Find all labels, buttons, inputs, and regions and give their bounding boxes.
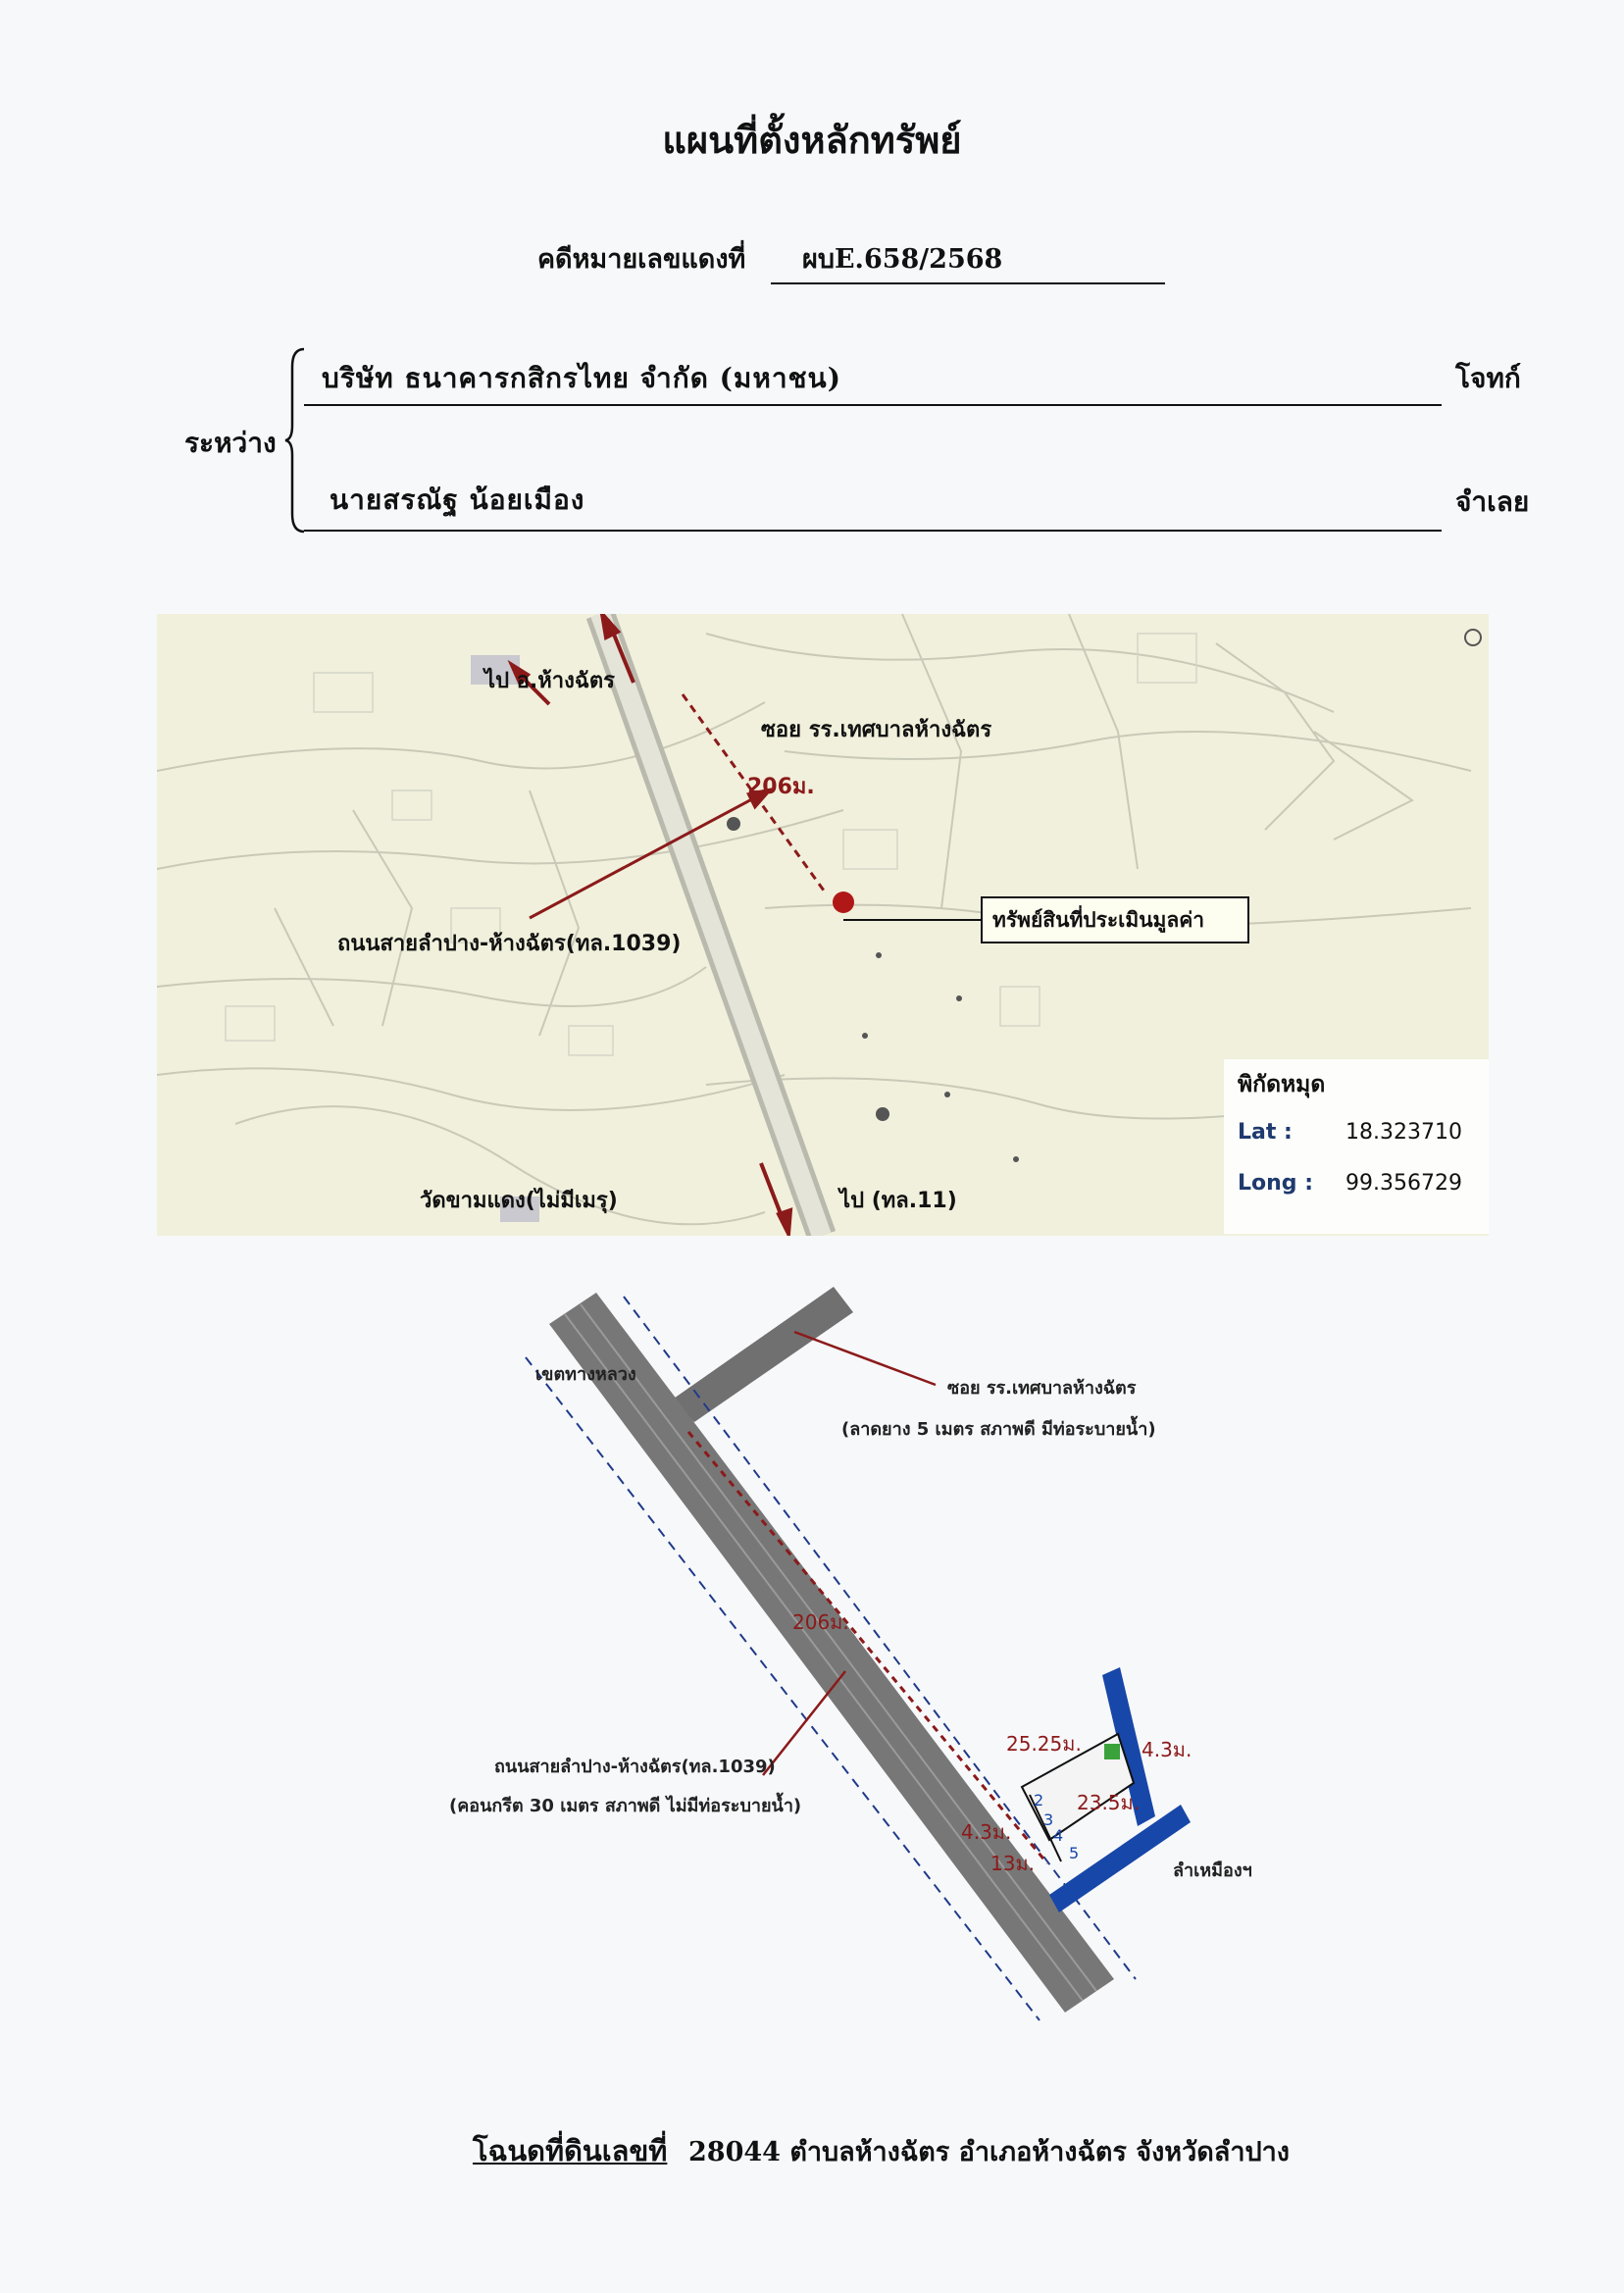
brace-icon (284, 347, 305, 534)
defendant-underline (304, 530, 1442, 532)
case-number: ผบE.658/2568 (802, 244, 1003, 275)
long-value: 99.356729 (1345, 1171, 1462, 1196)
plaintiff-underline (304, 404, 1442, 406)
case-number-underline (771, 282, 1165, 284)
plaintiff-role: โจทก์ (1455, 362, 1521, 394)
lat-value: 18.323710 (1345, 1120, 1462, 1145)
long-label: Long : (1238, 1171, 1313, 1196)
property-label-box (981, 896, 1249, 943)
plot-number-2: 2 (1034, 1791, 1044, 1809)
deed-label: โฉนดที่ดินเลขที่ (473, 2134, 668, 2167)
map-distance-label: 206ม. (747, 775, 815, 799)
defendant-role: จำเลย (1455, 485, 1530, 518)
dim-right-label: 4.3ม. (1142, 1738, 1193, 1761)
document-title: แผนที่ตั้งหลักทรัพย์ (662, 118, 962, 162)
dim-bottom-label: 13ม. (990, 1852, 1035, 1875)
dim-inner-label: 23.5ม. (1077, 1791, 1141, 1814)
coordinates-title: พิกัดหมุด (1238, 1072, 1326, 1097)
between-label: ระหว่าง (184, 427, 277, 459)
plaintiff-name: บริษัท ธนาคารกสิกรไทย จำกัด (มหาชน) (322, 362, 841, 394)
site-plan-drawing (525, 1287, 1191, 2021)
highway-boundary-label: เขตทางหลวง (535, 1364, 636, 1385)
property-label: ทรัพย์สินที่ประเมินมูลค่า (992, 908, 1205, 932)
plot-number-4: 4 (1053, 1826, 1064, 1845)
site-main-road-label: ถนนสายลำปาง-ห้างฉัตร(ทล.1039) (494, 1757, 776, 1777)
deed-text: 28044 ตำบลห้างฉัตร อำเภอห้างฉัตร จังหวัด… (688, 2137, 1290, 2167)
defendant-name: นายสรณัฐ น้อยเมือง (330, 484, 585, 516)
case-number-label: คดีหมายเลขแดงที่ (537, 244, 746, 275)
plot-number-3: 3 (1043, 1810, 1054, 1829)
temple-label: วัดขามแดง(ไม่มีเมรุ) (420, 1189, 618, 1213)
lat-label: Lat : (1238, 1120, 1293, 1145)
map-streets (157, 614, 1482, 1236)
to-route-11-label: ไป (ทล.11) (839, 1189, 957, 1213)
coordinates-box (1224, 1059, 1489, 1234)
dim-left-label: 4.3ม. (961, 1820, 1012, 1844)
site-distance-label: 206ม. (792, 1610, 849, 1634)
location-map (157, 614, 1489, 1236)
soi-label: ซอย รร.เทศบาลห้างฉัตร (761, 718, 992, 742)
to-hang-chat-label: ไป อ.ห้างฉัตร (484, 669, 615, 693)
site-soi-description: (ลาดยาง 5 เมตร สภาพดี มีท่อระบายน้ำ) (841, 1419, 1156, 1440)
site-main-road-description: (คอนกรีต 30 เมตร สภาพดี ไม่มีท่อระบายน้ำ… (449, 1796, 802, 1816)
main-road-label: ถนนสายลำปาง-ห้างฉัตร(ทล.1039) (337, 932, 682, 956)
stream-label: ลำเหมืองฯ (1173, 1860, 1252, 1881)
dim-top-label: 25.25ม. (1006, 1732, 1082, 1756)
site-soi-label: ซอย รร.เทศบาลห้างฉัตร (947, 1378, 1137, 1399)
plot-number-5: 5 (1069, 1844, 1080, 1862)
